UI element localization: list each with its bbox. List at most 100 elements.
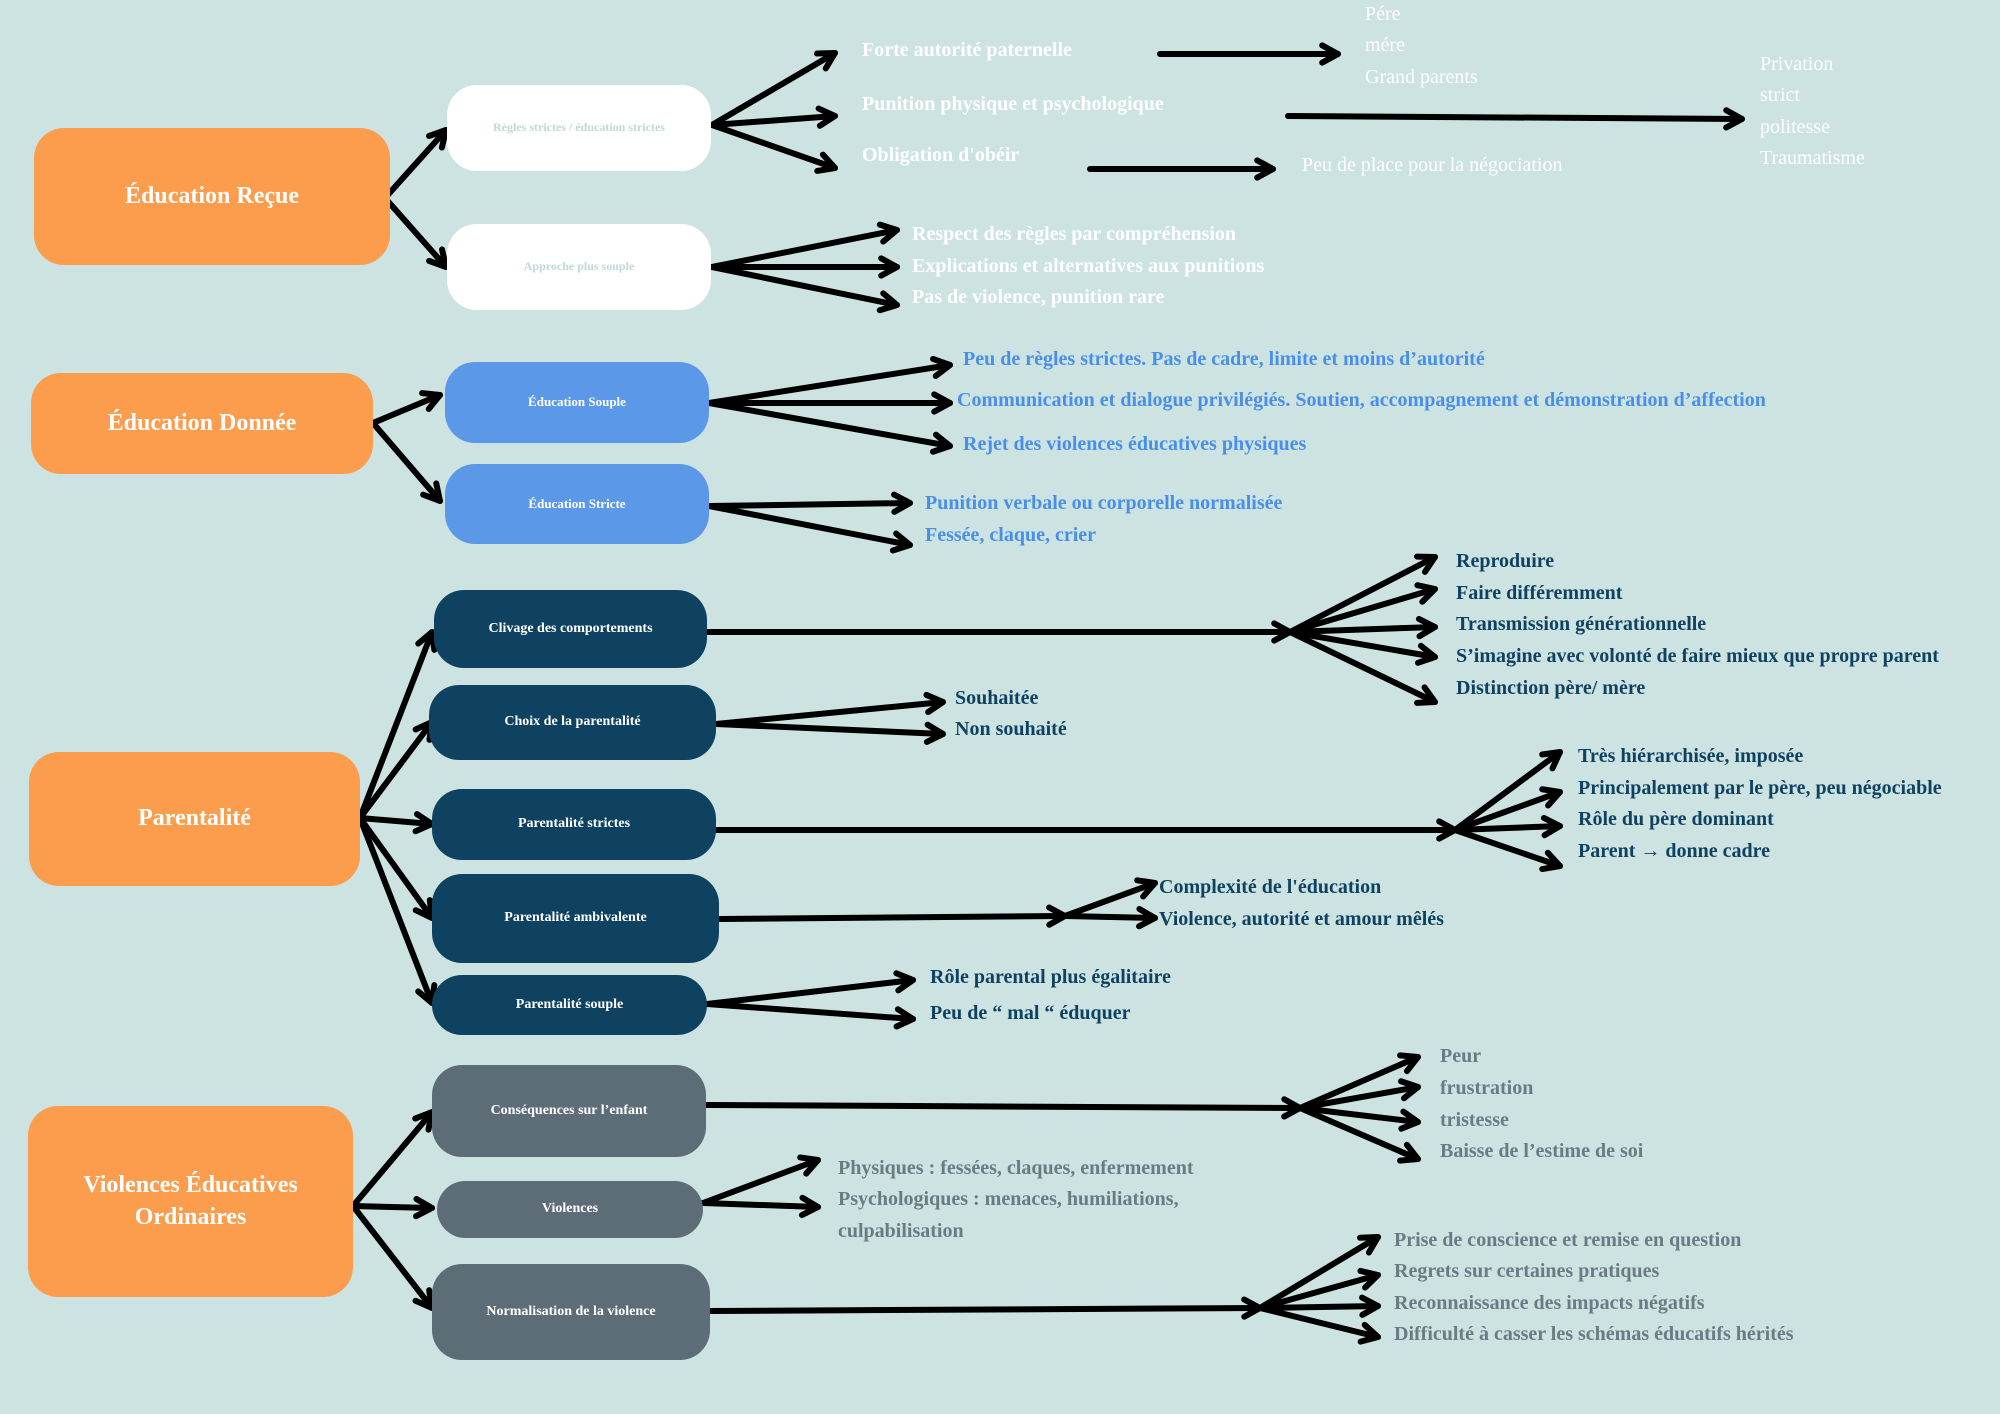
main-box-violences: Violences Éducatives Ordinaires: [28, 1106, 353, 1297]
leaf-label: strict: [1760, 84, 1800, 106]
leaf-label: Très hiérarchisée, imposée: [1578, 745, 1804, 767]
connector-arrow: [1257, 1294, 1381, 1318]
leaf-label: Explications et alternatives aux punitio…: [912, 255, 1265, 277]
connector-arrow: [704, 620, 1293, 644]
leaf-label: Reproduire: [1456, 550, 1555, 572]
leaf-label: culpabilisation: [838, 1220, 964, 1242]
connector-arrow: [706, 355, 953, 406]
main-box-parentalite: Parentalité: [29, 752, 360, 886]
connector-arrow: [709, 105, 838, 129]
connector-arrow: [382, 127, 449, 201]
leaf-label: Prise de conscience et remise en questio…: [1394, 1229, 1742, 1251]
main-box-education-recue: Éducation Reçue: [34, 128, 390, 265]
main-box-education-donnee: Éducation Donnée: [31, 373, 373, 474]
leaf-label: Peu de place pour la négociation: [1302, 154, 1563, 176]
connector-arrow: [382, 195, 449, 270]
connector-arrow: [1452, 814, 1563, 839]
leaf-label: Respect des règles par compréhension: [912, 223, 1237, 245]
connector-arrow: [1287, 615, 1438, 640]
connector-arrow: [1087, 157, 1276, 181]
leaf-label: Souhaitée: [955, 687, 1039, 709]
leaf-label: Rejet des violences éducatives physiques: [963, 433, 1307, 455]
connector-arrow: [1062, 877, 1158, 919]
sub-box-education-stricte: Éducation Stricte: [445, 464, 709, 544]
connector-arrow: [716, 904, 1068, 928]
connector-arrow: [709, 50, 838, 128]
connector-arrow: [357, 629, 438, 821]
leaf-label: Peur: [1440, 1045, 1482, 1067]
connector-arrow: [350, 1195, 435, 1220]
connector-arrow: [709, 255, 900, 279]
sub-box-parentalite-strictes: Parentalité strictes: [432, 789, 716, 860]
leaf-label: Distinction père/ mère: [1456, 677, 1646, 699]
leaf-label: Principalement par le père, peu négociab…: [1578, 777, 1942, 799]
leaf-label: Punition physique et psychologique: [862, 93, 1164, 115]
connector-arrow: [1257, 1234, 1381, 1311]
leaf-label: tristesse: [1440, 1109, 1509, 1131]
connector-arrow: [1062, 906, 1158, 930]
leaf-label: Grand parents: [1365, 66, 1478, 88]
connector-arrow: [1257, 1267, 1381, 1311]
sub-box-consequences: Conséquences sur l’enfant: [432, 1065, 706, 1157]
leaf-label: Pas de violence, punition rare: [912, 286, 1165, 308]
leaf-label: Transmission générationnelle: [1456, 613, 1707, 635]
sub-box-education-souple: Éducation Souple: [445, 362, 709, 443]
connector-arrow: [1452, 827, 1563, 873]
connector-arrow: [709, 122, 838, 174]
connector-arrow: [1297, 1052, 1421, 1111]
connector-arrow: [706, 503, 913, 554]
connector-arrow: [1297, 1105, 1421, 1164]
connector-arrow: [713, 691, 946, 727]
leaf-label: frustration: [1440, 1077, 1534, 1099]
connector-arrow: [704, 970, 916, 1007]
leaf-label: Traumatisme: [1760, 147, 1865, 169]
leaf-label: Baisse de l’estime de soi: [1440, 1140, 1644, 1162]
connector-arrow: [1297, 1078, 1421, 1111]
connector-arrow: [350, 1109, 435, 1209]
connector-arrow: [1157, 42, 1341, 66]
leaf-label: Peu de règles strictes. Pas de cadre, li…: [963, 348, 1485, 370]
leaf-label: Regrets sur certaines pratiques: [1394, 1260, 1660, 1282]
leaf-label: Privation: [1760, 53, 1834, 75]
sub-box-clivage: Clivage des comportements: [434, 590, 707, 668]
connector-arrow: [350, 1203, 435, 1311]
sub-box-regles-strictes: Règles strictes / éducation strictes: [447, 85, 711, 171]
connector-arrow: [713, 721, 946, 745]
sub-box-parentalite-ambivalente: Parentalité ambivalente: [432, 874, 719, 963]
connector-arrow: [1287, 582, 1438, 635]
leaf-label: Faire différemment: [1456, 582, 1623, 604]
leaf-label: Obligation d'obéir: [862, 144, 1020, 166]
leaf-label: Pére: [1365, 3, 1401, 25]
leaf-label: Fessée, claque, crier: [925, 524, 1097, 546]
connector-arrow: [706, 491, 913, 515]
leaf-label: Peu de “ mal “ éduquer: [930, 1002, 1131, 1024]
leaf-label: Complexité de l'éducation: [1159, 876, 1382, 898]
leaf-label: mére: [1365, 34, 1405, 56]
connector-arrow: [700, 1194, 821, 1219]
connector-arrow: [707, 1296, 1263, 1320]
sub-box-normalisation: Normalisation de la violence: [432, 1264, 710, 1360]
connector-arrow: [703, 1096, 1303, 1120]
leaf-label: Communication et dialogue privilégiés. S…: [957, 389, 1766, 411]
connector-arrow: [1287, 553, 1438, 635]
connector-arrow: [709, 264, 900, 314]
connector-arrow: [357, 719, 435, 821]
sub-box-violences: Violences: [437, 1181, 703, 1238]
leaf-label: Psychologiques : menaces, humiliations,: [838, 1188, 1179, 1210]
connector-arrow: [1285, 107, 1745, 131]
connector-arrow: [704, 1001, 916, 1030]
connector-arrow: [706, 400, 953, 455]
leaf-label: Parent → donne cadre: [1578, 840, 1771, 862]
sub-box-parentalite-souple: Parentalité souple: [432, 975, 707, 1035]
connector-arrow: [1257, 1305, 1381, 1345]
connector-arrow: [1452, 786, 1563, 833]
leaf-label: Non souhaité: [955, 718, 1067, 740]
sub-box-approche-souple: Approche plus souple: [447, 224, 711, 310]
connector-arrow: [1287, 629, 1438, 706]
sub-box-choix: Choix de la parentalité: [429, 685, 716, 760]
leaf-label: Difficulté à casser les schémas éducatif…: [1394, 1323, 1794, 1345]
leaf-label: politesse: [1760, 116, 1830, 138]
leaf-label: Rôle parental plus égalitaire: [930, 966, 1171, 988]
leaf-label: Forte autorité paternelle: [862, 39, 1072, 61]
